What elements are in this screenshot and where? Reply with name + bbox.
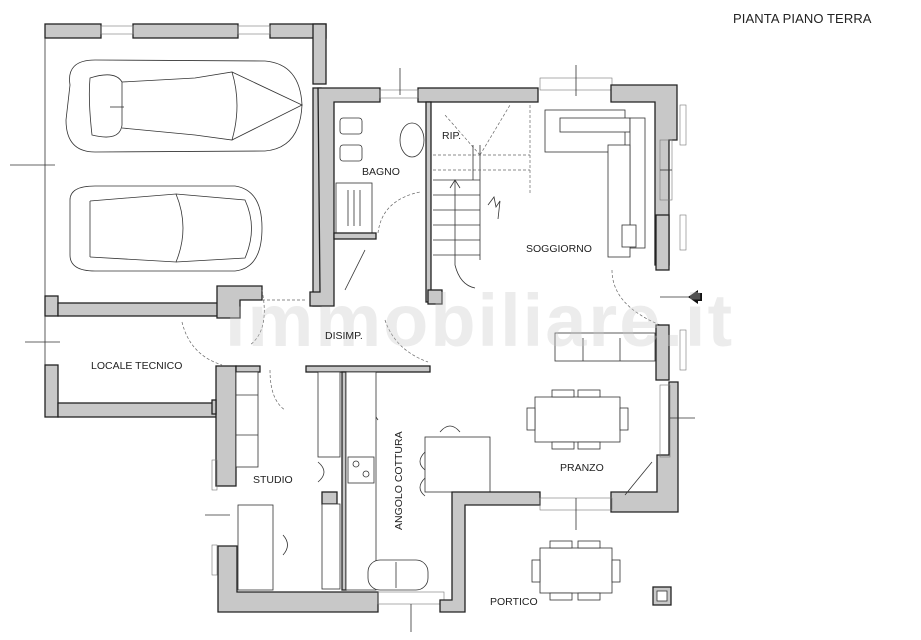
studio bbox=[205, 365, 379, 613]
room-label-ripostiglio: RIP. bbox=[442, 130, 462, 142]
pranzo bbox=[526, 381, 695, 530]
room-label-angolo-cottura: ANGOLO COTTURA bbox=[393, 431, 405, 530]
locale-tecnico bbox=[25, 316, 223, 418]
bagno bbox=[309, 68, 539, 307]
entrance-arrow-icon bbox=[688, 290, 702, 304]
room-label-portico: PORTICO bbox=[490, 596, 538, 608]
angolo-cottura bbox=[345, 371, 541, 632]
plan-title: PIANTA PIANO TERRA bbox=[733, 11, 872, 26]
car-icon bbox=[65, 59, 303, 153]
soggiorno bbox=[539, 65, 702, 381]
car-icon bbox=[69, 185, 263, 272]
room-label-soggiorno: SOGGIORNO bbox=[526, 243, 592, 255]
staircase bbox=[433, 104, 531, 289]
room-label-studio: STUDIO bbox=[253, 474, 293, 486]
room-label-locale-tecnico: LOCALE TECNICO bbox=[91, 360, 183, 372]
room-label-bagno: BAGNO bbox=[362, 166, 400, 178]
garage bbox=[10, 23, 327, 319]
portico bbox=[531, 540, 672, 606]
room-label-disimpegno: DISIMP. bbox=[325, 330, 363, 342]
room-label-pranzo: PRANZO bbox=[560, 462, 604, 474]
